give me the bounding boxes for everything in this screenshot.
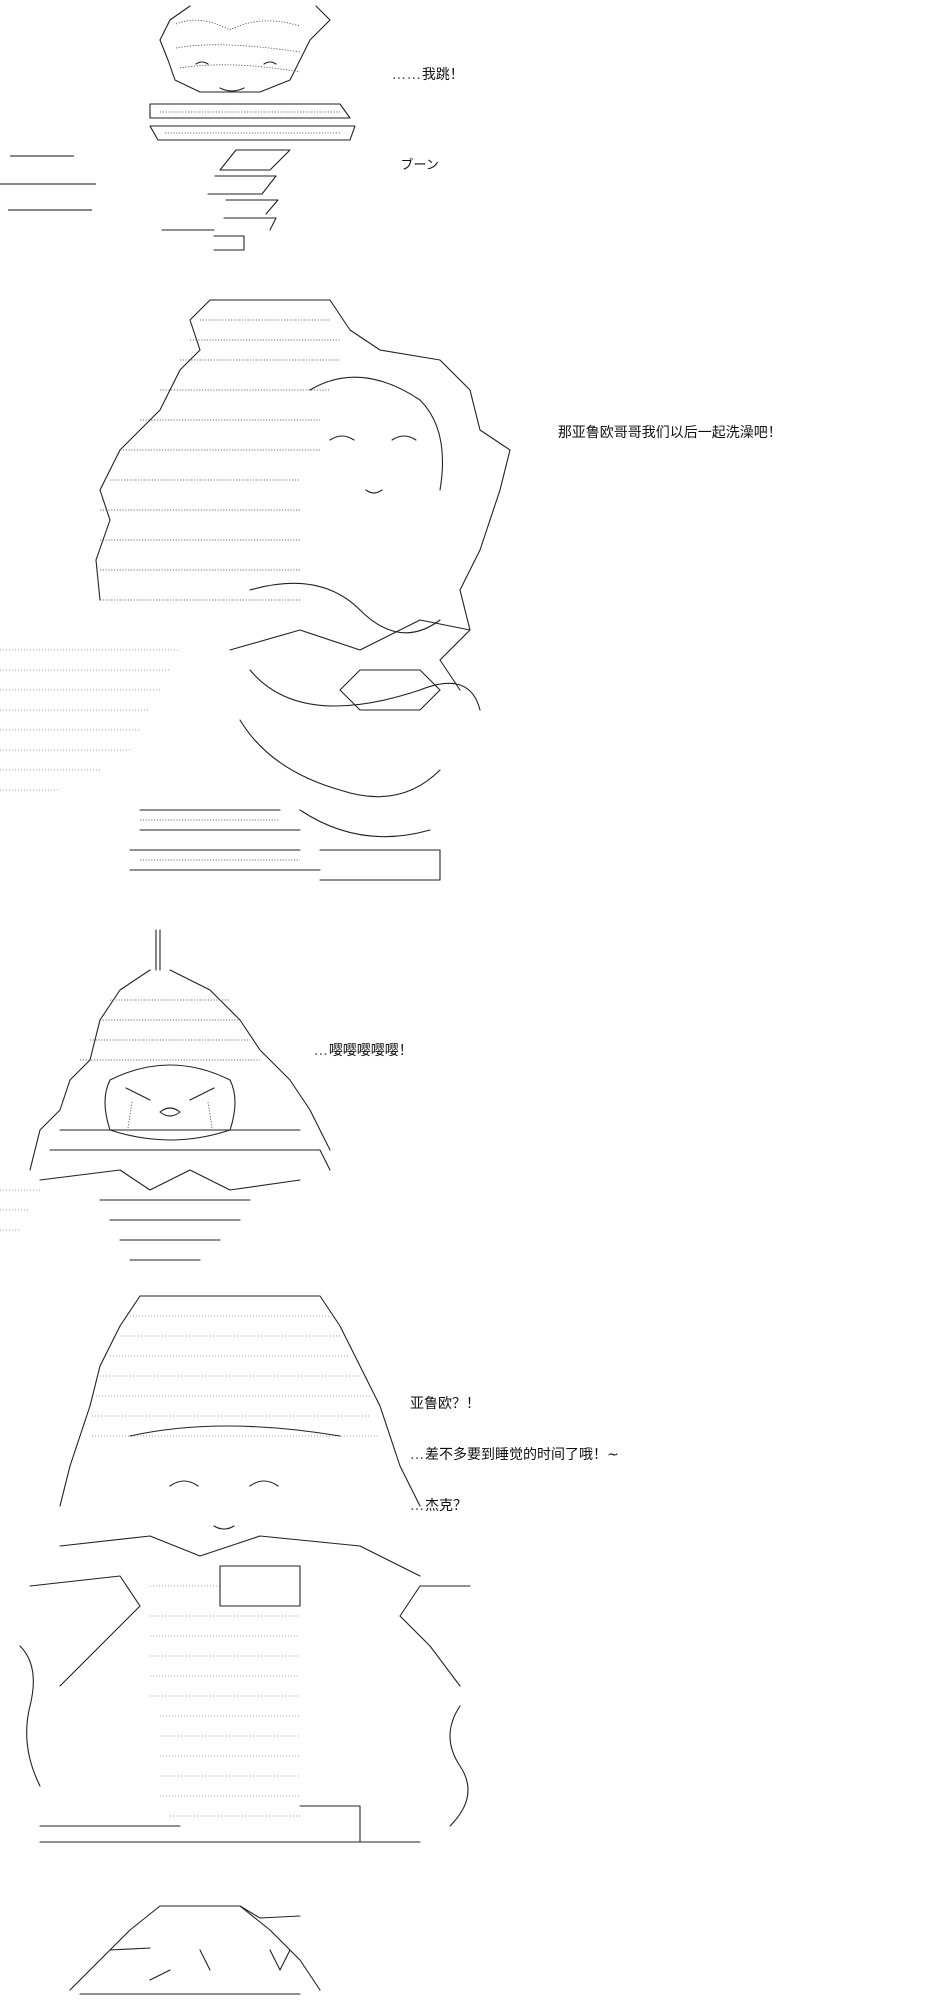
speech-bubble: 亚鲁欧？！ …差不多要到睡觉的时间了哦！~ …杰克？ <box>410 1362 619 1549</box>
aa-figure-partial <box>0 1890 360 2000</box>
speech-lead: … <box>410 1498 425 1514</box>
panel-5 <box>0 1890 944 2000</box>
speech-lead: …… <box>391 67 422 83</box>
speech-lead: … <box>410 1447 425 1463</box>
speech-bubble: ……我跳！ <box>374 50 464 101</box>
panel-4: 亚鲁欧？！ …差不多要到睡觉的时间了哦！~ …杰克？ <box>0 1286 944 1856</box>
speech-text: 嘤嘤嘤嘤嘤！ <box>328 1043 413 1059</box>
panel-1: ……我跳！ ブーン <box>0 0 944 260</box>
aa-figure-girl-hugging <box>0 290 520 890</box>
aa-figure-jumping <box>0 0 380 260</box>
speech-lead: … <box>313 1043 329 1059</box>
speech-text: 杰克？ <box>425 1498 467 1514</box>
speech-text: 我跳！ <box>421 67 464 83</box>
speech-bubble: 那亚鲁欧哥哥我们以后一起洗澡吧！ <box>540 408 782 459</box>
speech-line: …差不多要到睡觉的时间了哦！~ <box>410 1447 619 1464</box>
speech-text: 差不多要到睡觉的时间了哦！~ <box>425 1447 619 1463</box>
speech-line: 亚鲁欧？！ <box>410 1396 619 1413</box>
speech-text: 那亚鲁欧哥哥我们以后一起洗澡吧！ <box>557 425 782 441</box>
panel-3: …嘤嘤嘤嘤嘤！ <box>0 929 944 1270</box>
speech-bubble: …嘤嘤嘤嘤嘤！ <box>296 1026 413 1077</box>
sound-effect: ブーン <box>384 140 439 191</box>
speech-line: …杰克？ <box>410 1498 619 1515</box>
aa-figure-crying <box>0 929 360 1270</box>
sound-text: ブーン <box>400 158 439 173</box>
aa-figure-long-hair <box>0 1286 500 1856</box>
panel-2: 那亚鲁欧哥哥我们以后一起洗澡吧！ <box>0 290 944 890</box>
speech-text: 亚鲁欧？！ <box>410 1396 480 1412</box>
